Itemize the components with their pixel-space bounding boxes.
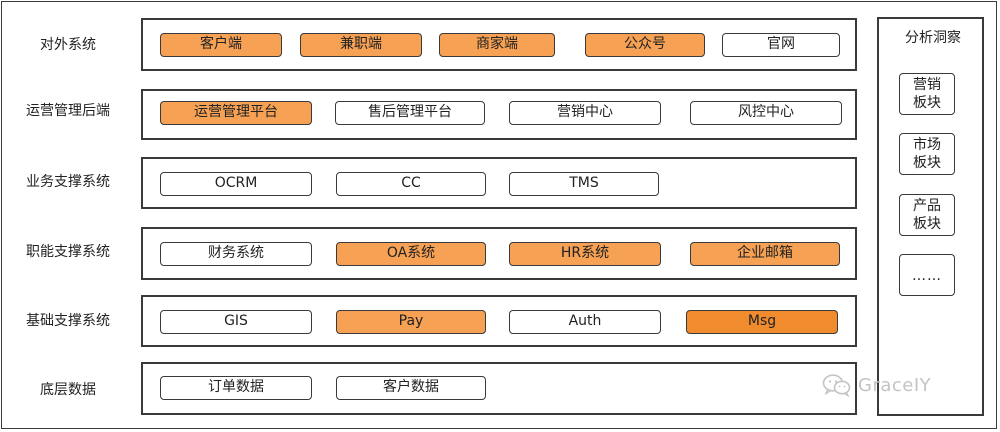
- side-item-more-label: ……: [912, 268, 942, 284]
- pill-gis: GIS: [160, 310, 312, 334]
- row-box-infra-support: GIS Pay Auth Msg: [141, 295, 857, 347]
- pill-cc: CC: [336, 172, 486, 196]
- pill-ops-platform: 运营管理平台: [160, 101, 312, 125]
- pill-finance-system: 财务系统: [160, 242, 312, 266]
- pill-risk-center: 风控中心: [690, 101, 842, 125]
- pill-enterprise-mail: 企业邮箱: [690, 242, 840, 266]
- pill-oa-system: OA系统: [336, 242, 486, 266]
- side-item-marketing: 营销板块: [899, 73, 955, 115]
- row-box-external: 客户端 兼职端 商家端 公众号 官网: [141, 18, 857, 71]
- pill-customer-data: 客户数据: [336, 376, 486, 400]
- side-item-marketing-label: 营销板块: [913, 77, 941, 111]
- pill-aftersales-platform: 售后管理平台: [335, 101, 485, 125]
- row-label-ops-backend: 运营管理后端: [26, 103, 110, 119]
- side-item-market-label: 市场板块: [913, 137, 941, 171]
- side-item-product-label: 产品板块: [913, 198, 941, 232]
- watermark-text: GraceIY: [858, 374, 932, 396]
- side-panel-title: 分析洞察: [897, 29, 969, 47]
- watermark: GraceIY: [822, 370, 931, 400]
- row-box-ops-backend: 运营管理平台 售后管理平台 营销中心 风控中心: [141, 89, 857, 140]
- side-item-more: ……: [899, 254, 955, 296]
- pill-website: 官网: [722, 33, 840, 57]
- wechat-icon: [822, 374, 851, 397]
- row-label-business-support: 业务支撑系统: [26, 174, 110, 190]
- row-label-external: 对外系统: [40, 37, 96, 53]
- row-label-function-support: 职能支撑系统: [26, 244, 110, 260]
- pill-ocrm: OCRM: [160, 172, 312, 196]
- side-item-market: 市场板块: [899, 133, 955, 175]
- pill-parttime: 兼职端: [300, 33, 422, 57]
- row-box-base-data: 订单数据 客户数据: [141, 362, 857, 415]
- row-box-business-support: OCRM CC TMS: [141, 157, 857, 209]
- pill-auth: Auth: [509, 310, 661, 334]
- pill-merchant: 商家端: [439, 33, 555, 57]
- pill-msg: Msg: [686, 310, 838, 334]
- row-label-base-data: 底层数据: [40, 382, 96, 398]
- side-panel-analytics: 分析洞察 营销板块 市场板块 产品板块 ……: [877, 17, 984, 416]
- pill-pay: Pay: [336, 310, 486, 334]
- row-box-function-support: 财务系统 OA系统 HR系统 企业邮箱: [141, 227, 857, 280]
- pill-hr-system: HR系统: [509, 242, 661, 266]
- pill-client: 客户端: [160, 33, 282, 57]
- row-label-infra-support: 基础支撑系统: [26, 313, 110, 329]
- pill-marketing-center: 营销中心: [509, 101, 661, 125]
- side-item-product: 产品板块: [899, 194, 955, 236]
- pill-order-data: 订单数据: [160, 376, 312, 400]
- pill-official-account: 公众号: [585, 33, 705, 57]
- pill-tms: TMS: [509, 172, 659, 196]
